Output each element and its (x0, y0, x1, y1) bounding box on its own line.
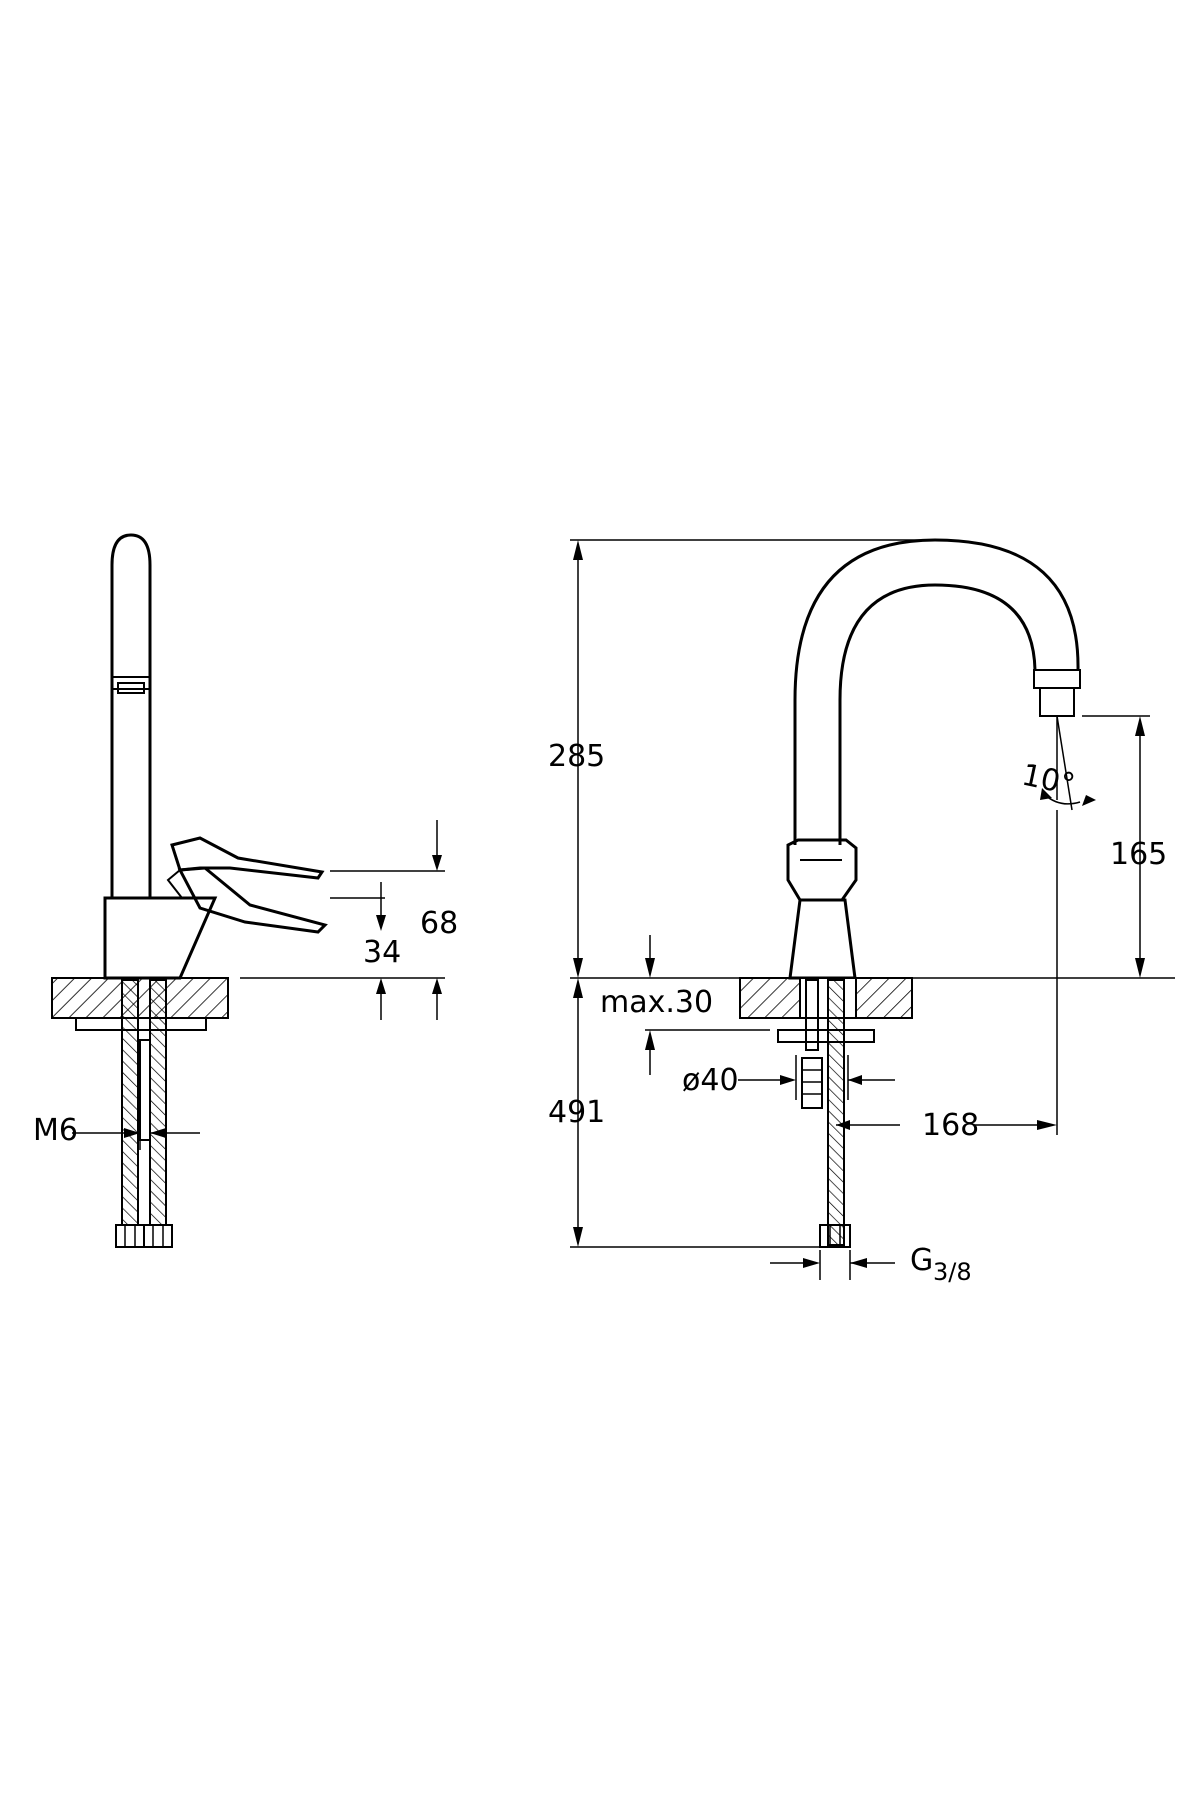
front-hose (827, 979, 845, 1246)
side-deck (51, 977, 229, 1019)
dim-height-below-deck: 491 (548, 1095, 605, 1130)
dim-height-above-deck: 285 (548, 739, 605, 774)
front-stud (805, 979, 819, 1051)
front-body (788, 898, 857, 980)
side-view: 68 34 M6 (33, 533, 458, 1248)
dim-connection-thread: G (910, 1243, 933, 1278)
front-nut (819, 1224, 851, 1248)
front-aerator (1033, 669, 1081, 689)
side-plate (75, 1017, 207, 1031)
dim-outlet-height: 165 (1110, 837, 1167, 872)
front-plate (777, 1029, 875, 1043)
side-hose-2 (149, 979, 167, 1226)
side-stud (139, 1039, 151, 1141)
side-spout (110, 533, 152, 898)
side-aerator (111, 676, 151, 690)
side-nut-2 (143, 1224, 173, 1248)
side-body (103, 896, 218, 980)
dim-connection-thread-fraction: 3/8 (933, 1258, 972, 1286)
front-spout-inner (838, 583, 1037, 845)
side-lever (170, 836, 325, 880)
side-lever-lower (177, 866, 328, 934)
dim-side-thread: M6 (33, 1113, 78, 1148)
front-lever (786, 838, 858, 902)
dim-spout-reach: 168 (922, 1108, 979, 1143)
side-nut-1 (115, 1224, 145, 1248)
front-aerator-tip (1039, 687, 1075, 717)
side-aerator-ring (117, 682, 145, 694)
front-view: 285 max.30 ø40 491 165 10° 168 G 3/8 (548, 538, 1175, 1286)
front-nut-lock (801, 1057, 823, 1109)
side-hose-1 (121, 979, 139, 1226)
dim-spout-angle: 10° (1019, 758, 1078, 803)
dim-side-lever-upper: 68 (420, 906, 458, 941)
dim-hole-diameter: ø40 (682, 1063, 739, 1098)
dim-deck-thickness: max.30 (600, 985, 713, 1020)
dim-side-lever-lower: 34 (363, 935, 401, 970)
